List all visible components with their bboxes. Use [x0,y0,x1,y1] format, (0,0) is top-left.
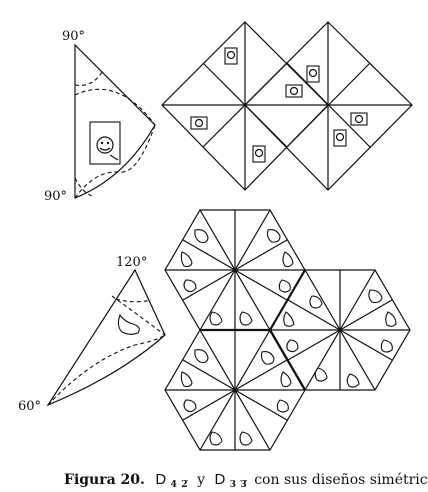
motif-card [306,65,320,83]
caption-connector: y [196,472,205,488]
group2-sub: 3 [230,480,236,490]
motif-card [190,116,208,130]
sector-model-90: 90° 90° [44,29,156,204]
angle-label-bottom-60: 60° [18,399,41,414]
hexagon-pattern [164,209,411,451]
motif-card [252,145,266,163]
motif-card [333,129,347,147]
angle-label-top-90: 90° [62,29,85,44]
smiley-card [89,121,121,165]
group2-sub2: 3 [240,480,246,490]
square-pattern [161,21,413,191]
angle-label-bottom-90: 90° [44,189,67,204]
caption-rest: con sus diseños simétricos [254,472,428,488]
motif-card [285,84,303,98]
group2-base: D [214,471,225,488]
group1-sub: 4 [171,480,177,490]
figure-caption: Figura 20. D 4 2 y D 3 3 con sus diseños… [64,471,428,491]
drop-motif [180,229,397,446]
sector-model-120: 120° 60° [18,255,166,414]
angle-label-top-120: 120° [116,255,147,270]
motif-card [350,112,368,126]
group1-sub2: 2 [181,480,187,490]
motif-card [224,47,238,65]
group1-base: D [155,471,166,488]
caption-label: Figura 20. [64,472,145,488]
